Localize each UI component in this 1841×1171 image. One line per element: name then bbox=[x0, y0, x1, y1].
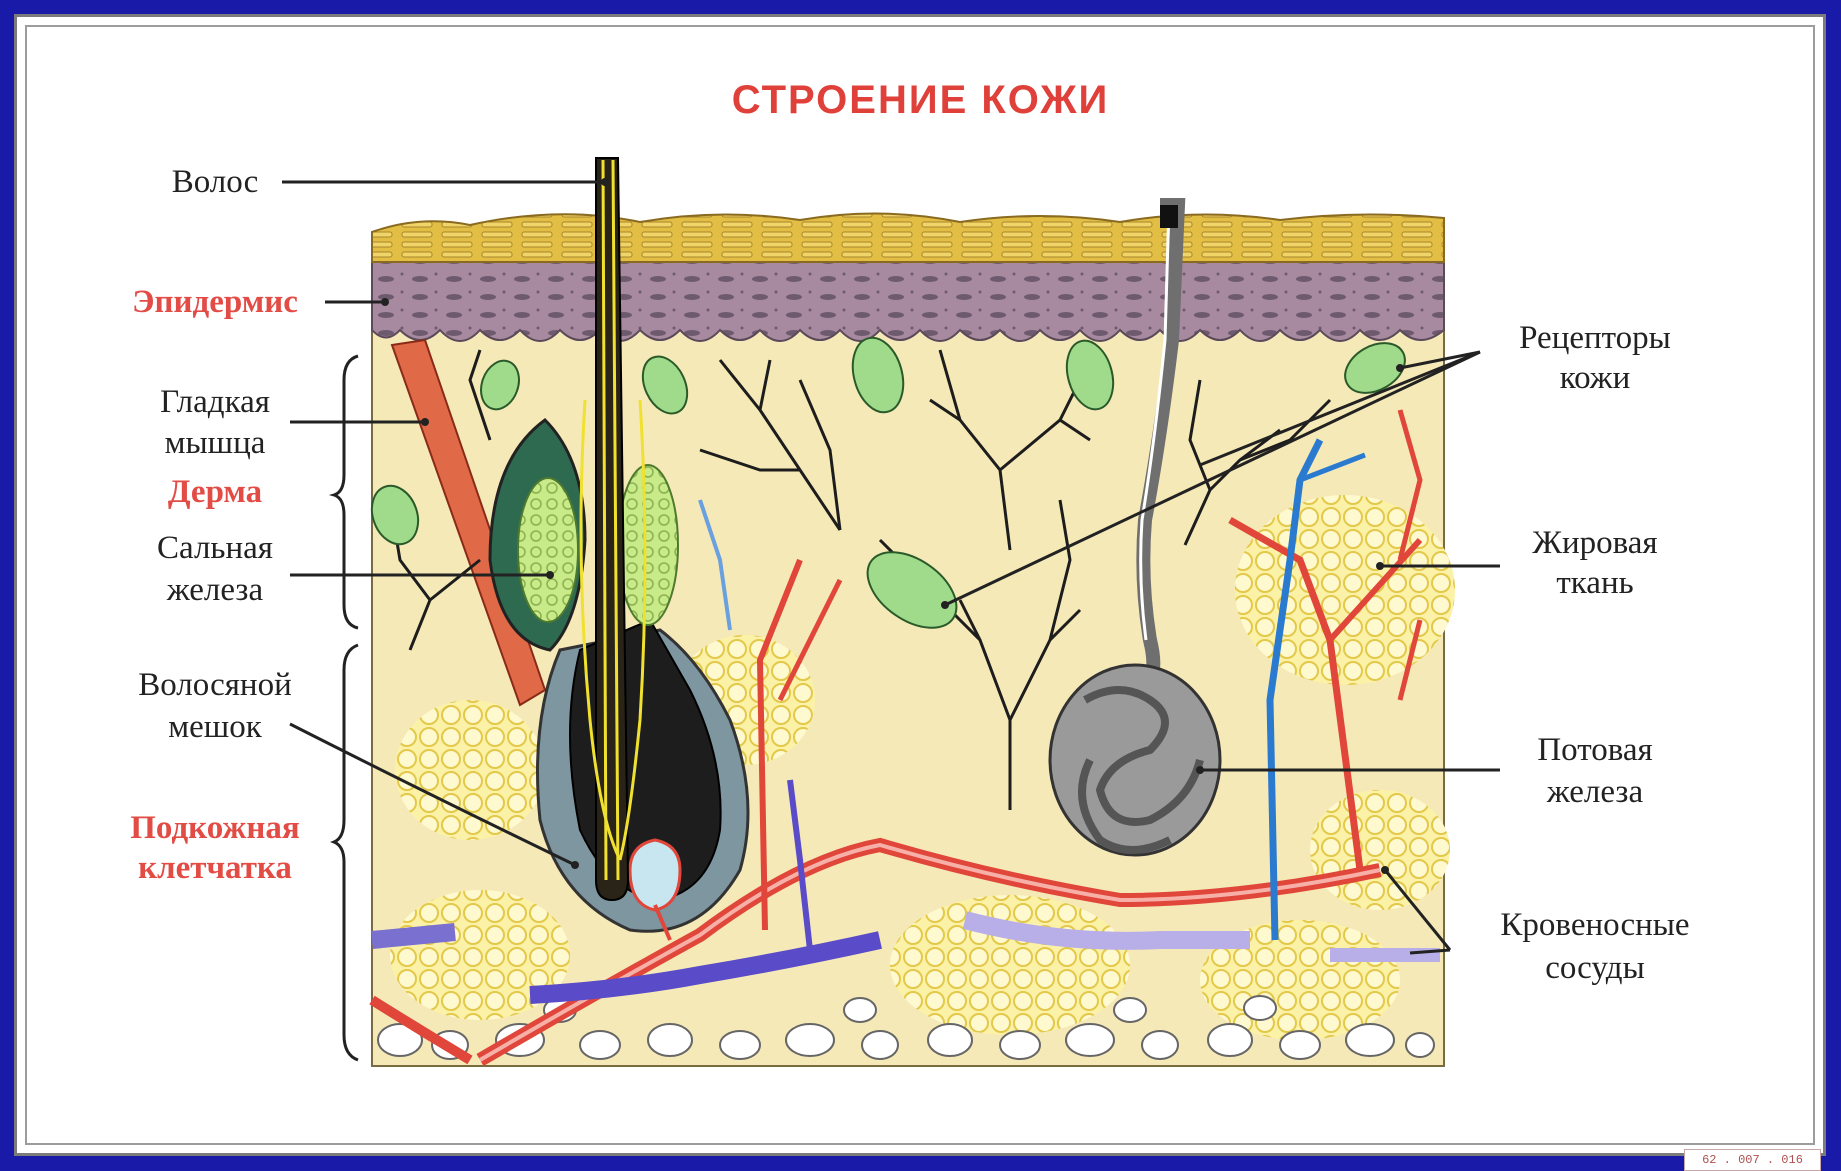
layer-brackets bbox=[334, 356, 358, 1060]
label-fat-line2: ткань bbox=[1500, 563, 1690, 603]
label-follicle-line1: Волосяной bbox=[115, 665, 315, 705]
label-subcutaneous-line1: Подкожная bbox=[105, 808, 325, 848]
label-sebaceous-line1: Сальная bbox=[135, 528, 295, 568]
label-receptors-line1: Рецепторы bbox=[1480, 318, 1710, 358]
stratum-corneum bbox=[372, 213, 1444, 262]
label-subcutaneous-line2: клетчатка bbox=[105, 848, 325, 888]
label-follicle-line2: мешок bbox=[115, 707, 315, 747]
label-vessels-line1: Кровеносные bbox=[1455, 905, 1735, 945]
label-sweat-line2: железа bbox=[1500, 772, 1690, 812]
label-fat-line1: Жировая bbox=[1500, 523, 1690, 563]
label-dermis: Дерма bbox=[135, 472, 295, 512]
label-sweat-line1: Потовая bbox=[1500, 730, 1690, 770]
label-hair: Волос bbox=[150, 162, 280, 202]
label-sebaceous-line2: железа bbox=[135, 570, 295, 610]
label-smooth-muscle-line1: Гладкая bbox=[135, 382, 295, 422]
label-epidermis: Эпидермис bbox=[105, 282, 325, 322]
poster-code: 62 . 007 . 016 bbox=[1684, 1149, 1821, 1171]
label-smooth-muscle-line2: мышца bbox=[135, 423, 295, 463]
label-vessels-line2: сосуды bbox=[1455, 948, 1735, 988]
label-receptors-line2: кожи bbox=[1480, 358, 1710, 398]
epidermis-layer bbox=[372, 258, 1444, 341]
